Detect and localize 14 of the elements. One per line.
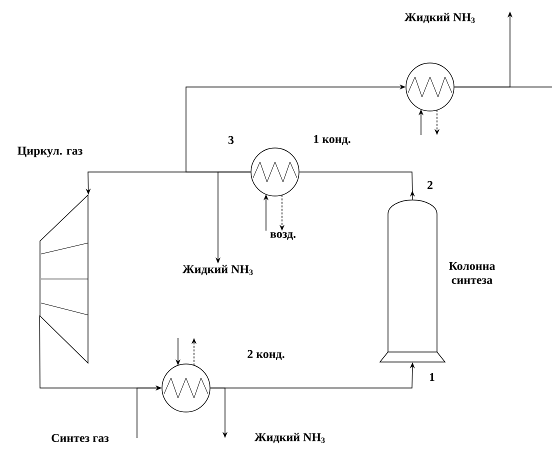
point-number: 2 [428,181,432,189]
equipment-label: Колонна синтеза [448,262,496,284]
equipment-label: 2 конд. [248,350,284,360]
stream-label: возд. [270,232,296,240]
equipment-label: 1 конд. [314,135,350,145]
stream-label: Жидкий NH$_{3}$ [182,264,253,276]
point-number: 3 [228,136,234,144]
stream-label: Жидкий NH$_{3}$ [404,12,475,24]
condenser-symbol [406,62,454,112]
stream-label: Жидкий NH$_{3}$ [254,432,325,444]
stream-label: Циркул. газ [18,146,82,158]
pipe-line [454,86,552,88]
point-number: 1 [430,373,434,381]
stream-label: Синтез газ [52,434,109,442]
